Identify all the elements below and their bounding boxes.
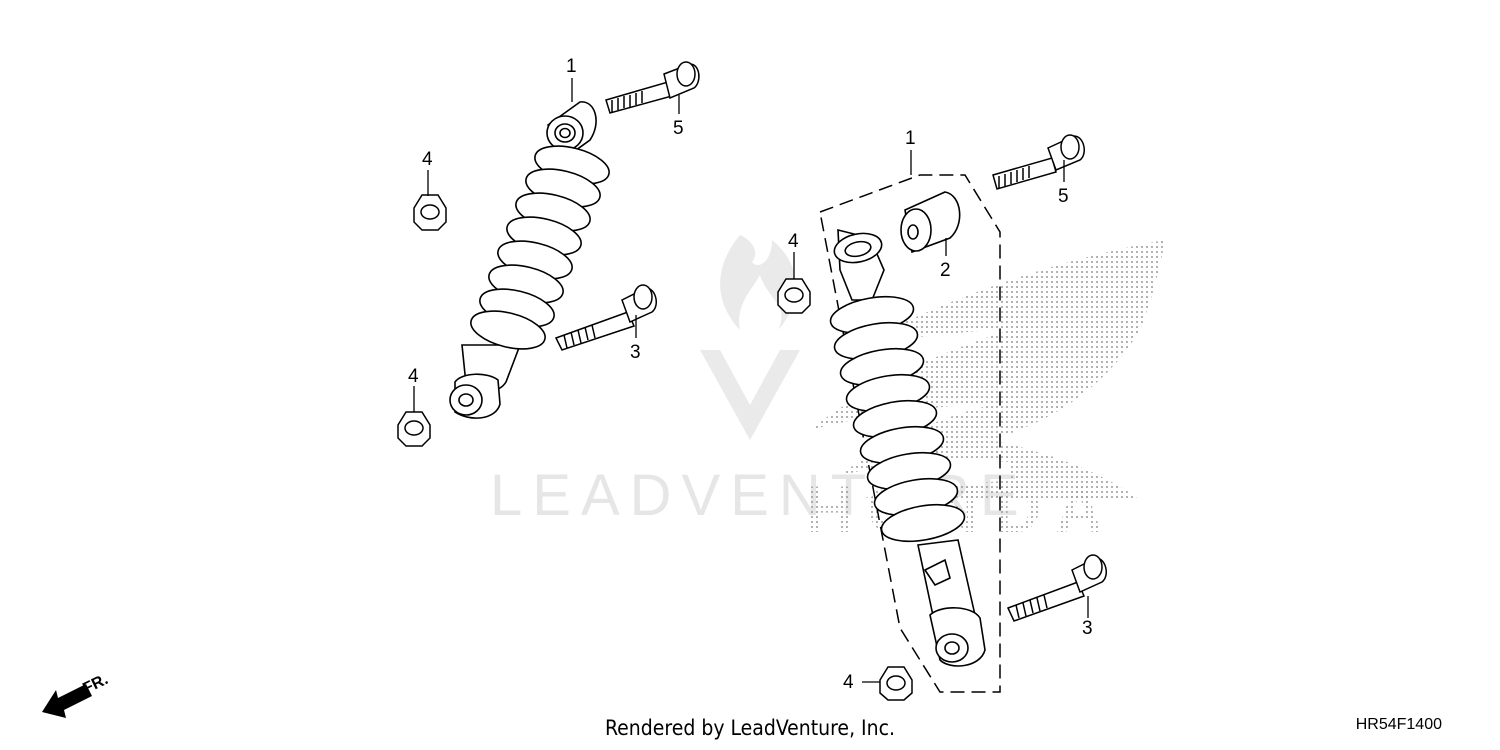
left-upper-nut xyxy=(413,194,447,231)
front-direction-arrow-icon: FR. xyxy=(42,671,111,718)
right-upper-nut xyxy=(777,278,811,314)
diagram-code: HR54F1400 xyxy=(1355,716,1442,733)
left-lower-bolt xyxy=(554,284,657,351)
left-top-bolt xyxy=(605,61,700,114)
callout-right-lower-bolt: 3 xyxy=(1082,618,1093,639)
right-lower-bolt xyxy=(1006,554,1107,622)
right-assembly-outline xyxy=(819,174,1001,693)
honda-wing-watermark-icon xyxy=(810,240,1165,500)
leader-lines xyxy=(413,78,1089,683)
right-bushing xyxy=(900,191,961,254)
callout-right-shock: 1 xyxy=(905,128,916,149)
right-top-bolt xyxy=(992,134,1085,190)
right-lower-nut xyxy=(879,666,913,701)
footer-credit: Rendered by LeadVenture, Inc. xyxy=(605,716,895,740)
callout-right-upper-nut: 4 xyxy=(788,231,799,252)
callout-left-shock: 1 xyxy=(566,56,577,77)
left-shock-absorber xyxy=(449,101,610,419)
watermark-brand: HONDA xyxy=(805,472,1117,546)
right-shock-absorber xyxy=(829,228,986,667)
callout-left-lower-nut: 4 xyxy=(408,366,419,387)
callout-right-lower-nut: 4 xyxy=(843,672,854,693)
callout-left-top-bolt: 5 xyxy=(673,118,684,139)
callout-right-top-bolt: 5 xyxy=(1058,186,1069,207)
callout-right-bushing: 2 xyxy=(940,260,951,281)
direction-label: FR. xyxy=(80,671,111,698)
callout-left-lower-bolt: 3 xyxy=(630,342,641,363)
left-lower-nut xyxy=(397,411,431,447)
leadventure-watermark-icon xyxy=(700,235,800,440)
callout-left-upper-nut: 4 xyxy=(422,149,433,170)
